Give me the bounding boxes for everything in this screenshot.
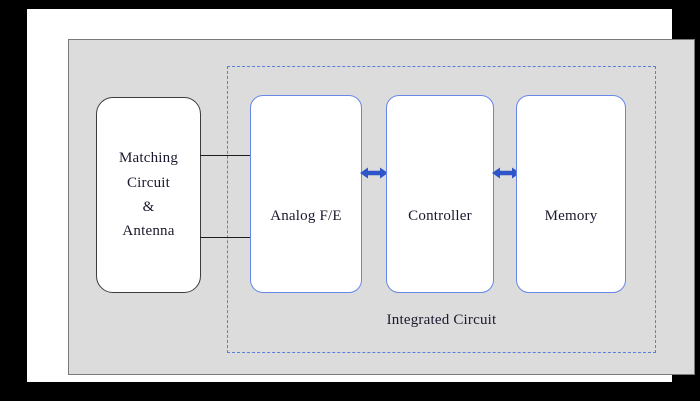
block-matching-circuit-antenna[interactable]: Matching Circuit & Antenna [96, 97, 201, 293]
block-controller[interactable]: Controller [386, 95, 494, 293]
bidirectional-arrow-icon-afe-controller [360, 166, 388, 180]
diagram-panel: Integrated Circuit Matching Circuit & An… [68, 39, 695, 375]
block-analog-front-end[interactable]: Analog F/E [250, 95, 362, 293]
antenna-line-3: & [142, 199, 155, 215]
connector-antenna-afe-top [200, 155, 256, 156]
block-label-controller: Controller [408, 207, 472, 224]
figure-mat: Integrated Circuit Matching Circuit & An… [27, 9, 695, 382]
antenna-line-1: Matching [118, 150, 179, 167]
block-label-memory: Memory [544, 207, 598, 224]
integrated-circuit-label: Integrated Circuit [386, 312, 497, 328]
block-memory[interactable]: Memory [516, 95, 626, 293]
antenna-line-4: Antenna [122, 223, 175, 240]
connector-antenna-afe-bottom [200, 237, 256, 238]
bidirectional-arrow-icon-controller-memory [492, 166, 520, 180]
block-label-analog-front-end: Analog F/E [270, 207, 342, 224]
antenna-line-2: Circuit [126, 174, 171, 191]
block-label-antenna: Matching Circuit & Antenna [119, 146, 178, 243]
integrated-circuit-boundary [227, 66, 656, 353]
